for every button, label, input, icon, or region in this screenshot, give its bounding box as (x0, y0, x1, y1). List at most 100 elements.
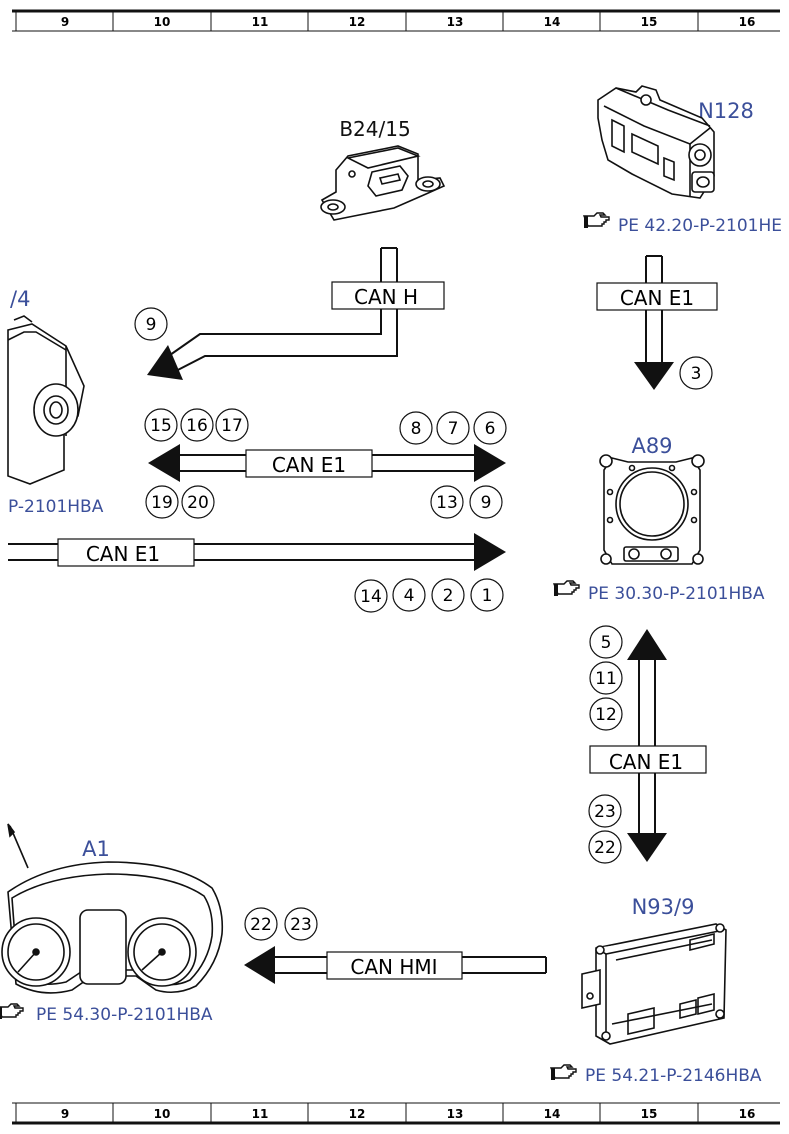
can-e1-upper-bus: CAN E1 15 16 17 19 20 8 7 6 13 9 (144, 408, 507, 519)
arrow-right-icon (474, 533, 506, 571)
can-e1-label: CAN E1 (272, 453, 346, 477)
grid-num-13: 13 (447, 1107, 464, 1121)
left-component-reference[interactable]: P-2101HBA (8, 497, 104, 517)
marker-11 (589, 661, 623, 695)
marker-16-label: 16 (186, 416, 208, 436)
arrow-head-icon (147, 345, 183, 380)
marker-23-label: 23 (290, 915, 312, 935)
marker-14 (354, 579, 388, 613)
can-h-label-box (331, 281, 445, 310)
pointing-hand-icon (553, 580, 580, 597)
grid-num-10: 10 (154, 15, 171, 29)
a89-label: A89 (631, 434, 672, 458)
grid-num-10: 10 (154, 1107, 171, 1121)
marker-6-label: 6 (485, 419, 496, 439)
marker-3-label: 3 (691, 364, 702, 384)
grid-num-12: 12 (349, 15, 366, 29)
n128-label: N128 (698, 99, 754, 123)
marker-23 (284, 907, 318, 941)
pointing-hand-icon (583, 212, 610, 229)
can-e1-label: CAN E1 (620, 286, 694, 310)
marker-9 (469, 485, 503, 519)
bottom-grid-bar: 9 10 11 12 13 14 15 16 (12, 1102, 780, 1125)
marker-4 (392, 578, 426, 612)
marker-11-label: 11 (595, 669, 617, 689)
left-partial-component: /4 P-2101HBA (7, 287, 104, 517)
marker-20-label: 20 (187, 493, 209, 513)
marker-9-label: 9 (481, 493, 492, 513)
marker-22 (244, 907, 278, 941)
marker-15 (144, 408, 178, 442)
left-component-label: /4 (10, 287, 30, 311)
marker-12 (589, 697, 623, 731)
arrow-right-icon (474, 444, 506, 482)
left-partial-module-icon (7, 315, 85, 485)
can-e1-lower-bus: CAN E1 14 4 2 1 (8, 533, 506, 613)
marker-14-label: 14 (360, 587, 382, 607)
arrow-up-icon (627, 629, 667, 660)
can-e1-label-box (57, 538, 195, 567)
a89-radar-icon (599, 454, 705, 565)
top-grid-bar: 9 10 11 12 13 14 15 16 (12, 9, 780, 32)
grid-num-9: 9 (61, 15, 69, 29)
marker-17-label: 17 (221, 416, 243, 436)
marker-19 (145, 485, 179, 519)
marker-9-label: 9 (146, 315, 157, 335)
arrow-head-icon (634, 362, 674, 390)
marker-8-label: 8 (411, 419, 422, 439)
marker-22-label: 22 (250, 915, 272, 935)
can-hmi-label: CAN HMI (350, 955, 437, 979)
a89-component: A89 PE 30.30-P-2101HBA (553, 434, 765, 604)
pointing-hand-icon (550, 1064, 577, 1081)
n128-module-icon (597, 85, 715, 199)
can-hmi-bus: CAN HMI 22 23 (244, 907, 547, 984)
marker-1 (470, 578, 504, 612)
n128-component: N128 PE 42.20-P-2101HE (583, 85, 782, 236)
can-e1-vertical-bus: CAN E1 5 11 12 23 22 (588, 625, 707, 864)
marker-2 (431, 578, 465, 612)
can-hmi-label-box (326, 951, 463, 980)
can-e1-label-box (589, 745, 707, 774)
a89-reference[interactable]: PE 30.30-P-2101HBA (588, 584, 765, 604)
grid-num-16: 16 (739, 1107, 756, 1121)
n93-9-label: N93/9 (632, 895, 695, 919)
marker-17 (215, 408, 249, 442)
b24-15-component: B24/15 (320, 117, 446, 221)
arrow-down-icon (627, 833, 667, 862)
marker-20 (181, 485, 215, 519)
can-e1-label-box (596, 282, 718, 311)
marker-5-label: 5 (601, 633, 612, 653)
marker-8 (399, 411, 433, 445)
arrow-left-icon (244, 946, 275, 984)
n93-9-module-icon (581, 923, 727, 1045)
marker-13 (430, 485, 464, 519)
can-e1-label: CAN E1 (86, 542, 160, 566)
grid-num-11: 11 (252, 1107, 269, 1121)
marker-9 (134, 307, 168, 341)
b24-15-label: B24/15 (339, 117, 410, 141)
marker-16 (180, 408, 214, 442)
marker-7-label: 7 (448, 419, 459, 439)
marker-4-label: 4 (404, 586, 415, 606)
marker-22-label: 22 (594, 838, 616, 858)
marker-6 (473, 411, 507, 445)
grid-num-16: 16 (739, 15, 756, 29)
arrow-left-icon (148, 444, 180, 482)
pointing-hand-icon (0, 1003, 24, 1020)
can-h-label: CAN H (354, 285, 418, 309)
n93-9-reference[interactable]: PE 54.21-P-2146HBA (585, 1066, 762, 1086)
grid-num-15: 15 (641, 1107, 658, 1121)
grid-num-14: 14 (544, 15, 561, 29)
a1-reference[interactable]: PE 54.30-P-2101HBA (36, 1005, 213, 1025)
can-e1-n128-bus: CAN E1 3 (596, 255, 718, 390)
marker-1-label: 1 (482, 586, 493, 606)
grid-num-14: 14 (544, 1107, 561, 1121)
n128-reference[interactable]: PE 42.20-P-2101HE (618, 216, 782, 236)
a1-label: A1 (82, 837, 110, 861)
a1-instrument-cluster-icon (1, 823, 224, 994)
grid-num-12: 12 (349, 1107, 366, 1121)
marker-22 (588, 830, 622, 864)
grid-num-13: 13 (447, 15, 464, 29)
grid-num-9: 9 (61, 1107, 69, 1121)
